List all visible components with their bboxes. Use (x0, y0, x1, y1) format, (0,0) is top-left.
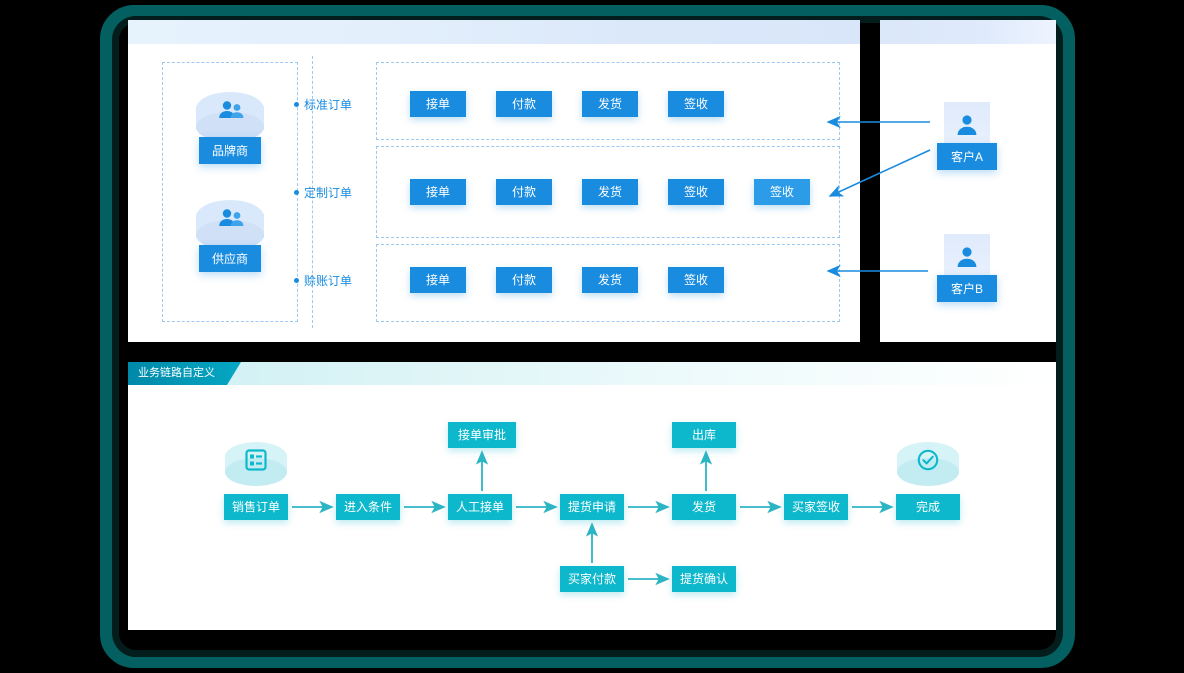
check-circle-icon (897, 442, 959, 486)
step-button[interactable]: 付款 (496, 267, 552, 293)
actor-supplier-label: 供应商 (198, 245, 261, 272)
step-button[interactable]: 发货 (582, 267, 638, 293)
tab-business-chain[interactable]: 业务链路自定义 (128, 362, 241, 385)
bullet-icon (294, 278, 299, 284)
flow-node-accept-approval[interactable]: 接单审批 (448, 422, 516, 448)
customer-card-a[interactable]: 客户A (917, 102, 1017, 170)
step-button[interactable]: 签收 (668, 267, 724, 293)
customer-a-label: 客户A (936, 143, 997, 170)
step-button[interactable]: 签收 (754, 179, 810, 205)
device-frame-inner (112, 16, 1063, 657)
step-button[interactable]: 签收 (668, 179, 724, 205)
flow-node-pickup-request[interactable]: 提货申请 (560, 494, 624, 520)
step-button[interactable]: 接单 (410, 91, 466, 117)
step-button[interactable]: 发货 (582, 91, 638, 117)
customer-card-b[interactable]: 客户B (917, 234, 1017, 302)
order-type-label: 定制订单 (304, 186, 353, 200)
order-flow-panel: 品牌商 供应商 标准订单 定制订单 赊账订单 接 (128, 20, 860, 342)
customer-b-label: 客户B (936, 275, 997, 302)
flow-node-pickup-confirm[interactable]: 提货确认 (672, 566, 736, 592)
step-button[interactable]: 付款 (496, 91, 552, 117)
order-row-box-3 (376, 244, 840, 322)
customers-panel: 客户A 客户B (880, 20, 1056, 342)
flow-node-entry-condition[interactable]: 进入条件 (336, 494, 400, 520)
person-icon (944, 234, 990, 280)
step-button[interactable]: 接单 (410, 179, 466, 205)
flow-node-outbound[interactable]: 出库 (672, 422, 736, 448)
panel-header-strip (128, 362, 1056, 385)
bullet-icon (294, 190, 299, 196)
order-type-standard[interactable]: 标准订单 (294, 96, 352, 113)
person-icon (944, 102, 990, 148)
flow-node-shipment[interactable]: 发货 (672, 494, 736, 520)
panel-header-strip (880, 20, 1056, 44)
flow-node-buyer-receipt[interactable]: 买家签收 (784, 494, 848, 520)
order-type-credit[interactable]: 赊账订单 (294, 272, 352, 289)
step-button[interactable]: 发货 (582, 179, 638, 205)
flow-arrows (292, 450, 894, 586)
step-button[interactable]: 签收 (668, 91, 724, 117)
step-button[interactable]: 接单 (410, 267, 466, 293)
flow-node-sales-order[interactable]: 销售订单 (224, 494, 288, 520)
business-chain-panel: 业务链路自定义 销售订单 进入条件 人工接单 提货申请 发货 买家 (128, 362, 1056, 630)
device-frame-outer (100, 5, 1075, 668)
people-icon (196, 200, 264, 250)
panel-header-strip (128, 20, 860, 44)
actor-brand-label: 品牌商 (198, 137, 261, 164)
flow-node-manual-accept[interactable]: 人工接单 (448, 494, 512, 520)
order-type-label: 标准订单 (304, 98, 353, 112)
actor-supplier[interactable]: 供应商 (180, 200, 280, 272)
list-icon (225, 442, 287, 486)
flow-node-complete[interactable]: 完成 (896, 494, 960, 520)
order-row-box-1 (376, 62, 840, 140)
people-icon (196, 92, 264, 142)
bullet-icon (294, 102, 299, 108)
order-type-label: 赊账订单 (304, 274, 353, 288)
actor-brand[interactable]: 品牌商 (180, 92, 280, 164)
step-button[interactable]: 付款 (496, 179, 552, 205)
flow-node-buyer-payment[interactable]: 买家付款 (560, 566, 624, 592)
order-type-custom[interactable]: 定制订单 (294, 184, 352, 201)
actors-divider-line (312, 56, 313, 328)
